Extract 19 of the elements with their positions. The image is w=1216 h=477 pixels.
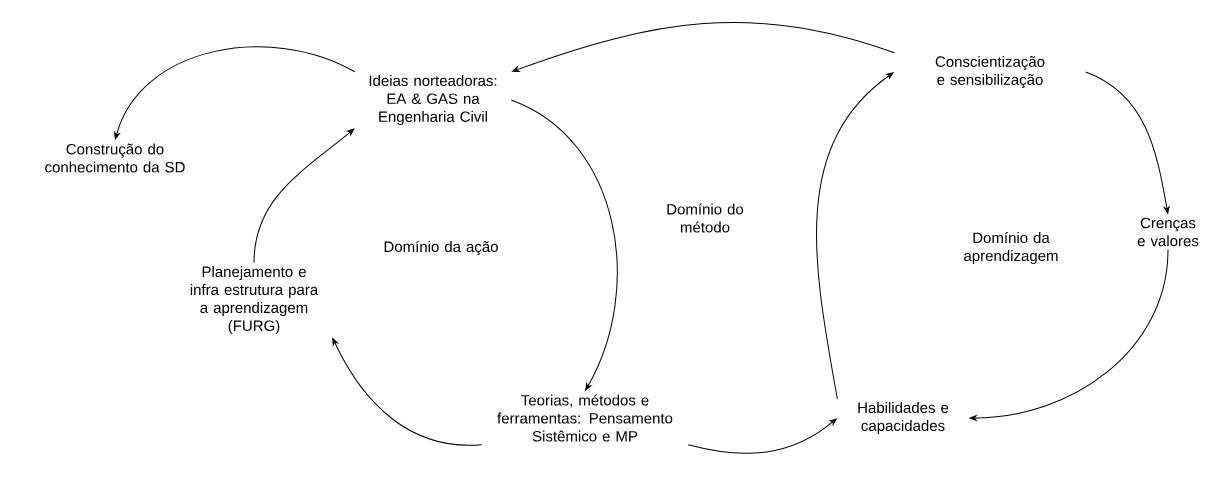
- curved-arrow: [687, 418, 837, 454]
- curved-arrow: [512, 21, 895, 72]
- text-label: Teorias, métodos e ferramentas: Pensamento Sistêmico e MP: [497, 394, 673, 442]
- domain-label: Domínio da aprendizagem: [964, 231, 1058, 265]
- domain-label: Domínio da ação: [384, 240, 498, 256]
- text-label: Construção do conhecimento da SD: [45, 143, 185, 173]
- curved-arrow: [510, 99, 618, 391]
- curved-arrow: [332, 337, 483, 446]
- domain-label: Domínio do método: [667, 203, 744, 233]
- text-label: Ideias norteadoras: EA & GAS na Engenharia Civil: [369, 75, 497, 125]
- curved-arrow: [1085, 71, 1170, 214]
- curved-arrow: [114, 46, 356, 140]
- text-label: Habilidades e capacidades: [858, 402, 949, 434]
- curved-arrow: [253, 128, 355, 264]
- text-label: Conscientização e sensibilização: [935, 55, 1045, 89]
- curved-arrow: [969, 249, 1169, 421]
- text-label: Planejamento e infra estrutura para a aprendizagem (FURG): [190, 266, 319, 334]
- curved-arrow: [816, 72, 894, 400]
- text-label: Crenças e valores: [1137, 217, 1199, 247]
